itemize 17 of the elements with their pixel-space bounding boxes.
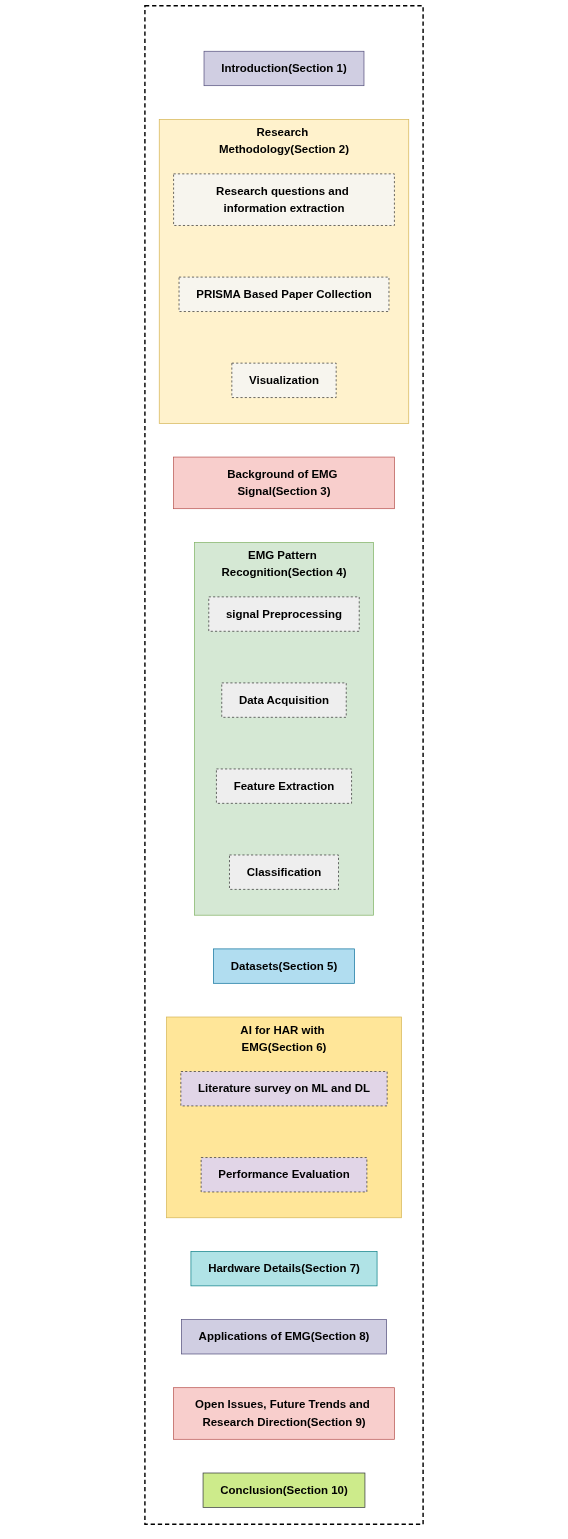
node-box: Open Issues, Future Trends and Research Direction(Section 9) <box>173 1387 395 1440</box>
node-box: Data Acquisition <box>221 682 347 718</box>
node-box: PRISMA Based Paper Collection <box>178 276 390 312</box>
node-box: Research questions and information extraction <box>173 173 395 226</box>
node-box: Hardware Details(Section 7) <box>190 1251 378 1287</box>
node-box: Applications of EMG(Section 8) <box>181 1319 387 1355</box>
node-box: Feature Extraction <box>216 768 352 804</box>
node-box: Introduction(Section 1) <box>203 50 365 87</box>
node-box: Classification <box>229 854 339 890</box>
node-box: Performance Evaluation <box>200 1157 368 1193</box>
node-box: signal Preprocessing <box>208 596 360 632</box>
cluster <box>144 5 424 1525</box>
node-box: Literature survey on ML and DL <box>180 1071 388 1107</box>
node-box: Background of EMG Signal(Section 3) <box>173 456 395 510</box>
node-box: Datasets(Section 5) <box>213 948 355 984</box>
node-box: Conclusion(Section 10) <box>202 1472 366 1508</box>
node-box: Visualization <box>231 362 337 398</box>
